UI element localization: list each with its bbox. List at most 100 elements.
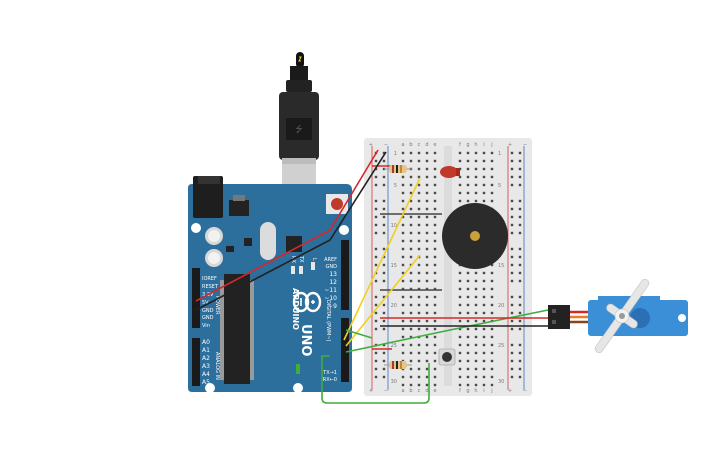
- breadboard-hole[interactable]: [409, 319, 413, 323]
- breadboard-hole[interactable]: [458, 375, 462, 379]
- rail-hole[interactable]: [510, 303, 514, 307]
- breadboard-hole[interactable]: [458, 351, 462, 355]
- breadboard-hole[interactable]: [425, 279, 429, 283]
- rail-hole[interactable]: [374, 295, 378, 299]
- rail-hole[interactable]: [510, 327, 514, 331]
- breadboard-hole[interactable]: [482, 159, 486, 163]
- breadboard-hole[interactable]: [409, 215, 413, 219]
- rail-hole[interactable]: [374, 207, 378, 211]
- breadboard-hole[interactable]: [474, 367, 478, 371]
- breadboard-hole[interactable]: [474, 199, 478, 203]
- breadboard-hole[interactable]: [490, 295, 494, 299]
- breadboard-hole[interactable]: [466, 287, 470, 291]
- rail-hole[interactable]: [510, 359, 514, 363]
- rail-hole[interactable]: [374, 279, 378, 283]
- rail-hole[interactable]: [518, 231, 522, 235]
- rail-hole[interactable]: [510, 319, 514, 323]
- wire-black-gnd[interactable]: [195, 151, 387, 311]
- rail-hole[interactable]: [382, 367, 386, 371]
- breadboard-hole[interactable]: [433, 175, 437, 179]
- breadboard-hole[interactable]: [425, 239, 429, 243]
- breadboard-hole[interactable]: [409, 383, 413, 387]
- breadboard-hole[interactable]: [417, 359, 421, 363]
- wire-green-short[interactable]: [345, 329, 373, 339]
- breadboard-hole[interactable]: [474, 183, 478, 187]
- breadboard-hole[interactable]: [409, 199, 413, 203]
- breadboard-hole[interactable]: [466, 271, 470, 275]
- breadboard-hole[interactable]: [466, 183, 470, 187]
- breadboard-hole[interactable]: [474, 191, 478, 195]
- breadboard-hole[interactable]: [482, 191, 486, 195]
- rail-hole[interactable]: [382, 199, 386, 203]
- breadboard-hole[interactable]: [482, 327, 486, 331]
- rail-hole[interactable]: [382, 271, 386, 275]
- breadboard[interactable]: a b c d e f g h i j a b c d e f g h i j …: [364, 138, 532, 396]
- breadboard-hole[interactable]: [490, 167, 494, 171]
- breadboard-hole[interactable]: [433, 263, 437, 267]
- rail-hole[interactable]: [374, 375, 378, 379]
- breadboard-hole[interactable]: [425, 223, 429, 227]
- breadboard-hole[interactable]: [409, 191, 413, 195]
- breadboard-hole[interactable]: [409, 335, 413, 339]
- breadboard-hole[interactable]: [409, 231, 413, 235]
- breadboard-hole[interactable]: [417, 319, 421, 323]
- breadboard-hole[interactable]: [417, 151, 421, 155]
- breadboard-hole[interactable]: [401, 215, 405, 219]
- breadboard-hole[interactable]: [425, 375, 429, 379]
- breadboard-hole[interactable]: [425, 271, 429, 275]
- rail-hole[interactable]: [382, 279, 386, 283]
- breadboard-hole[interactable]: [474, 343, 478, 347]
- breadboard-hole[interactable]: [417, 263, 421, 267]
- rail-hole[interactable]: [518, 159, 522, 163]
- breadboard-hole[interactable]: [474, 279, 478, 283]
- breadboard-hole[interactable]: [474, 159, 478, 163]
- breadboard-hole[interactable]: [433, 351, 437, 355]
- rail-hole[interactable]: [374, 199, 378, 203]
- breadboard-hole[interactable]: [474, 335, 478, 339]
- breadboard-hole[interactable]: [490, 271, 494, 275]
- breadboard-hole[interactable]: [401, 239, 405, 243]
- rail-hole[interactable]: [518, 183, 522, 187]
- rail-hole[interactable]: [374, 223, 378, 227]
- breadboard-hole[interactable]: [409, 183, 413, 187]
- led[interactable]: [440, 166, 460, 178]
- rail-hole[interactable]: [382, 151, 386, 155]
- rail-hole[interactable]: [510, 159, 514, 163]
- breadboard-hole[interactable]: [482, 375, 486, 379]
- breadboard-hole[interactable]: [425, 255, 429, 259]
- breadboard-hole[interactable]: [490, 311, 494, 315]
- rail-hole[interactable]: [374, 215, 378, 219]
- breadboard-hole[interactable]: [490, 327, 494, 331]
- breadboard-hole[interactable]: [466, 199, 470, 203]
- breadboard-hole[interactable]: [474, 375, 478, 379]
- breadboard-hole[interactable]: [458, 295, 462, 299]
- rail-hole[interactable]: [518, 247, 522, 251]
- breadboard-hole[interactable]: [409, 367, 413, 371]
- breadboard-hole[interactable]: [401, 207, 405, 211]
- breadboard-hole[interactable]: [409, 359, 413, 363]
- rail-hole[interactable]: [510, 151, 514, 155]
- breadboard-hole[interactable]: [466, 159, 470, 163]
- rail-hole[interactable]: [382, 375, 386, 379]
- breadboard-hole[interactable]: [466, 311, 470, 315]
- breadboard-hole[interactable]: [409, 279, 413, 283]
- breadboard-hole[interactable]: [417, 279, 421, 283]
- rail-hole[interactable]: [374, 327, 378, 331]
- breadboard-hole[interactable]: [490, 335, 494, 339]
- breadboard-hole[interactable]: [409, 175, 413, 179]
- breadboard-hole[interactable]: [433, 375, 437, 379]
- breadboard-hole[interactable]: [433, 287, 437, 291]
- breadboard-hole[interactable]: [401, 351, 405, 355]
- breadboard-hole[interactable]: [417, 239, 421, 243]
- rail-hole[interactable]: [382, 247, 386, 251]
- rail-hole[interactable]: [374, 263, 378, 267]
- breadboard-hole[interactable]: [458, 327, 462, 331]
- breadboard-hole[interactable]: [417, 303, 421, 307]
- rail-hole[interactable]: [374, 255, 378, 259]
- breadboard-hole[interactable]: [425, 231, 429, 235]
- breadboard-hole[interactable]: [474, 167, 478, 171]
- breadboard-hole[interactable]: [425, 351, 429, 355]
- breadboard-hole[interactable]: [490, 159, 494, 163]
- breadboard-hole[interactable]: [401, 255, 405, 259]
- rail-hole[interactable]: [510, 247, 514, 251]
